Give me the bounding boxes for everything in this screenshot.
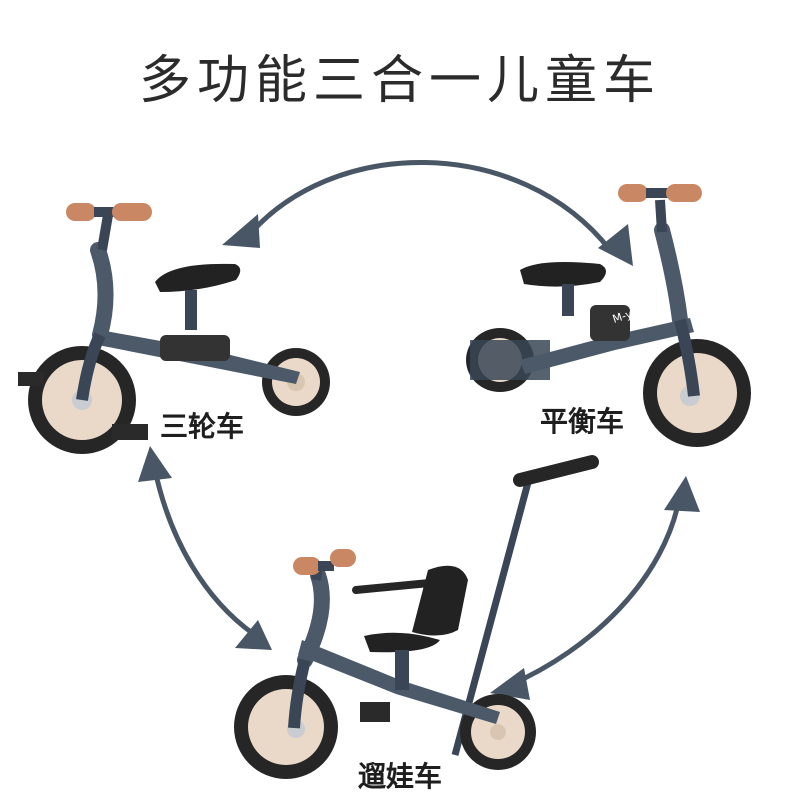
arrowhead-right-down [490, 668, 530, 700]
cycle-arrows [152, 160, 683, 688]
trike-illustration: M-yoyo [18, 203, 330, 454]
arrowhead-right-up [664, 476, 700, 512]
arrow-left [152, 467, 258, 638]
page-title: 多功能三合一儿童车 [138, 51, 661, 111]
arrowhead-left-down [235, 620, 272, 650]
arrowhead-top-right [598, 224, 633, 266]
brand-label-trike: M-yoyo [117, 312, 159, 337]
mode-label-balance: 平衡车 [540, 405, 625, 438]
mode-label-trike: 三轮车 [160, 410, 245, 443]
arrowhead-left-up [138, 446, 172, 482]
arrowheads [138, 214, 700, 700]
brand-label-balance: M-yoyo [611, 301, 653, 326]
balance-bike-illustration: M-yoyo [466, 184, 751, 447]
stroller-trike-illustration: M-yoyo [234, 455, 599, 779]
arrow-right [507, 492, 683, 688]
arrowhead-top-left [222, 214, 260, 248]
mode-label-stroller: 遛娃车 [358, 760, 443, 793]
arrow-top [242, 160, 613, 253]
